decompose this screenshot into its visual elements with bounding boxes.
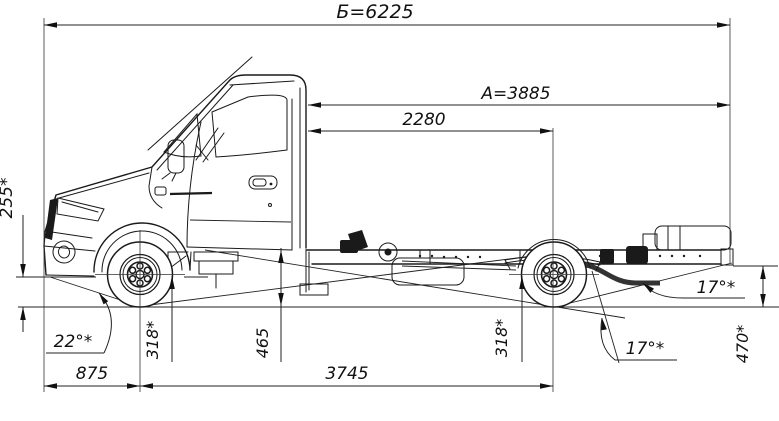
- dim-approach-angle-label: 22°*: [54, 332, 93, 352]
- grille: [45, 198, 58, 240]
- dim-ramp-angle: 17°*: [600, 317, 677, 361]
- driveshaft: [401, 260, 517, 271]
- dim-departure-angle: 17°*: [642, 278, 745, 299]
- dim-rear-axle-clearance: 318*: [492, 276, 525, 362]
- dim-cab-to-frame-end: А=3885: [308, 84, 730, 108]
- headlight: [56, 197, 105, 222]
- dim-front-axle-clearance-label: 318*: [143, 321, 162, 360]
- cab-interior-hints: [195, 127, 225, 163]
- extension-lines: [43, 18, 731, 392]
- dim-departure-angle-label: 17°*: [697, 278, 736, 298]
- dim-front-overhang: 875: [44, 364, 140, 389]
- dim-approach-angle: 22°*: [46, 292, 112, 354]
- dim-overall-length-label: Б=6225: [336, 1, 413, 23]
- dim-front-axle-clearance: 318*: [143, 276, 175, 362]
- dim-bumper-clearance-label: 255*: [0, 178, 17, 219]
- door-handle: [248, 175, 278, 190]
- front-fender-arch: [93, 222, 192, 273]
- dim-bumper-clearance: 255*: [0, 178, 26, 332]
- dim-frame-mid-clearance: 465: [253, 248, 284, 362]
- door-badge: [154, 186, 213, 196]
- rear-fuel-tank: [642, 225, 732, 251]
- dim-cab-to-frame-end-label: А=3885: [480, 84, 550, 104]
- truck-cab: [43, 56, 307, 289]
- dim-rear-frame-height-label: 470*: [733, 325, 752, 364]
- frame-end-cap: [720, 248, 734, 266]
- dim-overall-length: Б=6225: [44, 1, 730, 28]
- antenna: [147, 56, 253, 151]
- door-window: [211, 94, 288, 158]
- dim-cab-to-rear-axle: 2280: [308, 110, 553, 134]
- fog-lamp: [52, 240, 76, 264]
- dim-cab-to-rear-axle-label: 2280: [402, 110, 445, 130]
- side-mirror: [161, 139, 185, 182]
- door: [186, 98, 293, 251]
- dim-rear-frame-height: 470*: [733, 266, 766, 363]
- rear-wheel-arch: [517, 239, 591, 269]
- cab-step: [193, 251, 239, 289]
- dim-wheelbase-label: 3745: [325, 364, 368, 384]
- dim-ramp-angle-label: 17°*: [626, 339, 665, 359]
- dim-front-overhang-label: 875: [76, 364, 108, 384]
- muffler: [391, 249, 465, 286]
- dim-frame-mid-clearance-label: 465: [253, 328, 272, 359]
- chassis-frame: [167, 225, 734, 296]
- dim-wheelbase: 3745: [140, 364, 553, 389]
- dim-rear-axle-clearance-label: 318*: [492, 319, 511, 358]
